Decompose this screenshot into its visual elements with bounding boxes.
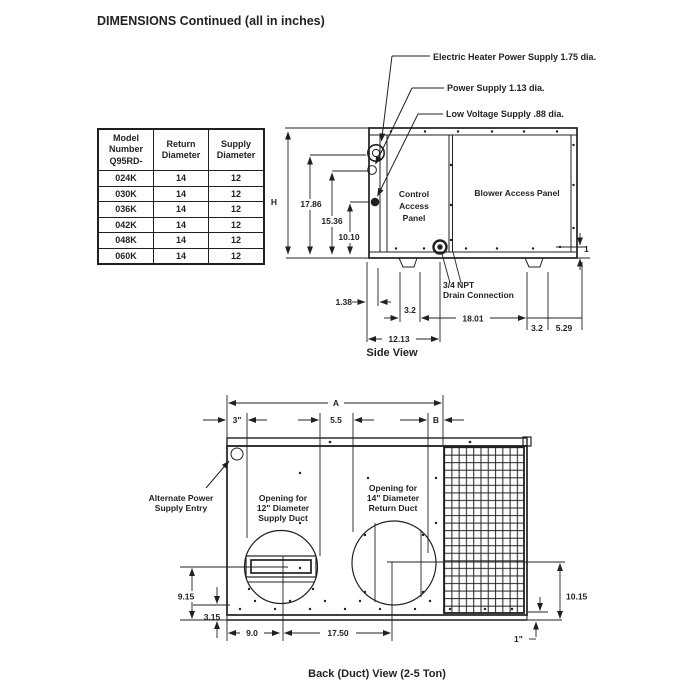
side-view-caption: Side View [366, 347, 418, 359]
callout-power-supply: Power Supply 1.13 dia. [447, 83, 545, 93]
supply-opening-label: 12" Diameter [257, 503, 310, 513]
drain-connection [432, 239, 462, 284]
drain-label: Drain Connection [443, 290, 514, 300]
alt-power-label: Supply Entry [155, 503, 208, 513]
dim-label-10-10: 10.10 [338, 232, 360, 242]
callout-leaders [375, 55, 444, 197]
dim-label-18-01: 18.01 [462, 314, 484, 324]
dim-label-17-50: 17.50 [327, 628, 349, 638]
supply-cell: 12 [208, 232, 265, 249]
back-unit-outline [226, 436, 532, 621]
dim-label-3-2-left: 3.2 [404, 305, 416, 315]
side-bottom-dims [352, 262, 583, 342]
control-access-panel-label: Access [399, 201, 429, 211]
dim-label-3in: 3" [233, 415, 242, 425]
drain-label: 3/4 NPT [443, 280, 475, 290]
dim-label-12-13: 12.13 [388, 334, 410, 344]
supply-opening-label: Supply Duct [258, 513, 308, 523]
side-unit-outline [368, 127, 590, 268]
mounting-foot [398, 257, 418, 268]
supply-opening-label: Opening for [259, 493, 308, 503]
electric-heater-hole-inner [371, 148, 381, 158]
control-access-panel-label: Control [399, 189, 429, 199]
dim-label-b: B [433, 415, 439, 425]
dim-label-h: H [271, 197, 277, 207]
return-duct-opening [351, 520, 565, 641]
return-opening-label: 14" Diameter [367, 493, 420, 503]
side-view-texts: Electric Heater Power Supply 1.75 dia. P… [271, 52, 596, 359]
dim-label-a: A [333, 398, 339, 408]
callout-low-voltage: Low Voltage Supply .88 dia. [446, 109, 564, 119]
low-voltage-hole [370, 197, 380, 207]
dim-label-base-1in: 1" [514, 634, 523, 644]
alternate-power-supply-entry [205, 447, 244, 489]
callout-electric-heater: Electric Heater Power Supply 1.75 dia. [433, 52, 596, 62]
blower-access-panel-label: Blower Access Panel [474, 188, 559, 198]
dim-label-15-36: 15.36 [321, 216, 343, 226]
dim-label-1-38: 1.38 [335, 297, 352, 307]
return-cell: 14 [153, 201, 209, 218]
side-view-diagram: Electric Heater Power Supply 1.75 dia. P… [271, 52, 596, 359]
dim-label-3-2-right: 3.2 [531, 323, 543, 333]
back-view-caption: Back (Duct) View (2-5 Ton) [308, 668, 446, 680]
screw-dots [389, 130, 575, 250]
dim-label-base-1: 1 [584, 244, 589, 254]
supply-duct-opening [180, 529, 319, 641]
condenser-coil-grille [443, 446, 525, 614]
back-screw-dots [238, 440, 514, 611]
dim-label-9-0: 9.0 [246, 628, 258, 638]
supply-cell: 12 [208, 247, 265, 265]
dim-label-5-5: 5.5 [330, 415, 342, 425]
page-title: DIMENSIONS Continued (all in inches) [97, 14, 325, 28]
dim-label-5-29: 5.29 [556, 323, 573, 333]
back-view-texts: A 3" 5.5 B Alternate Power Supply Entry … [149, 397, 588, 680]
dim-label-3-15: 3.15 [204, 612, 221, 622]
electric-heater-hole [366, 144, 385, 163]
dim-label-17-86: 17.86 [300, 199, 322, 209]
return-cell: 14 [153, 247, 209, 265]
return-opening-label: Opening for [369, 483, 418, 493]
dim-label-9-15: 9.15 [178, 592, 195, 602]
return-opening-label: Return Duct [369, 503, 418, 513]
alt-power-label: Alternate Power [149, 493, 214, 503]
power-supply-holes [366, 144, 385, 207]
control-access-panel-label: Panel [403, 213, 426, 223]
mounting-foot [524, 257, 544, 268]
dim-label-10-15: 10.15 [566, 592, 588, 602]
back-view-diagram: A 3" 5.5 B Alternate Power Supply Entry … [149, 395, 588, 680]
back-panel-seams [226, 395, 444, 556]
power-supply-hole [367, 165, 377, 175]
